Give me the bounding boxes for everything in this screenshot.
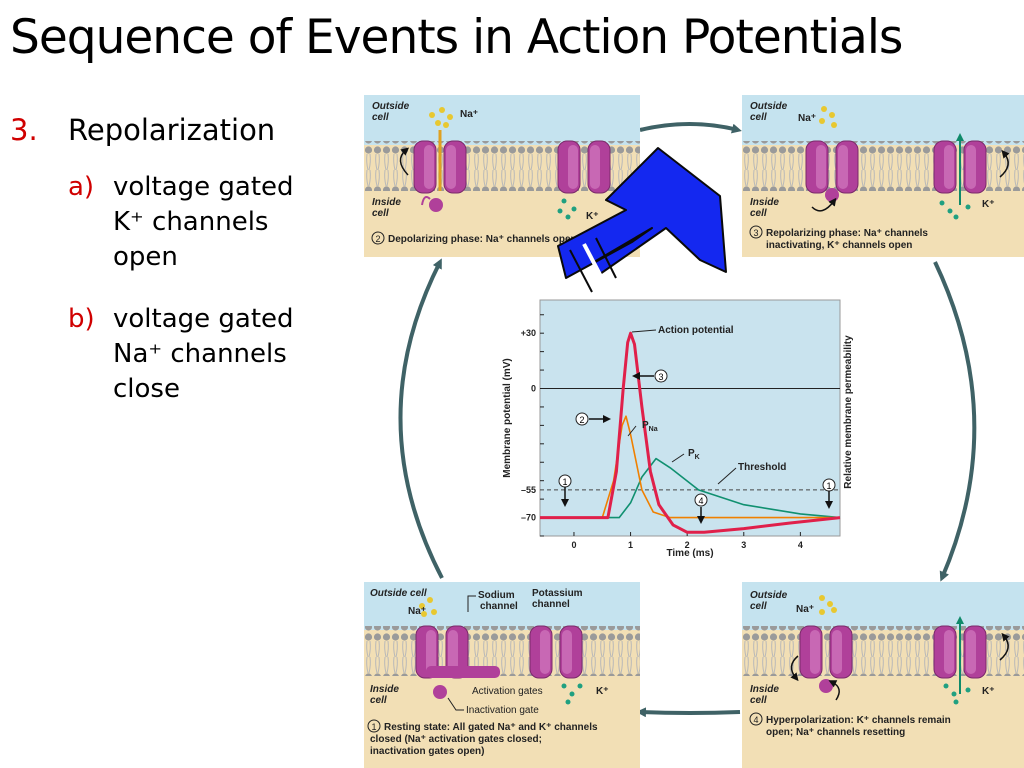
step-marker-2: 2 <box>575 412 611 426</box>
bullet-a-line: K⁺ channels <box>113 207 269 237</box>
right-axis-label: Relative membrane permeability <box>843 335 854 489</box>
panel-caption: Resting state: All gated Na⁺ and K⁺ chan… <box>370 722 598 757</box>
x-tick-label: 0 <box>571 540 576 550</box>
step-marker-4: 4 <box>694 493 708 524</box>
step-number: 2 <box>375 234 380 244</box>
svg-text:1: 1 <box>562 477 567 487</box>
bullet-a-number: a) <box>68 172 95 202</box>
bullet-3-number: 3. <box>10 113 38 147</box>
big-blue-arrow <box>557 147 727 293</box>
step-number: 1 <box>371 722 376 732</box>
bullet-a: a) voltage gated K⁺ channels open <box>68 170 294 272</box>
y-axis-label: Membrane potential (mV) <box>502 358 513 477</box>
sodium-ion-label: Na⁺ <box>798 113 816 124</box>
bullet-a-line: open <box>113 242 178 272</box>
step-marker-3: 3 <box>632 369 668 383</box>
cycle-arrow-4-to-1 <box>636 707 741 718</box>
bullet-b-line: voltage gated <box>113 304 294 334</box>
sodium-ion-label: Na⁺ <box>460 109 478 120</box>
inactivation-gate-label: Inactivation gate <box>466 705 539 716</box>
step-number: 3 <box>753 228 758 238</box>
sodium-ion-label: Na⁺ <box>408 606 426 617</box>
x-tick-label: 4 <box>798 540 803 550</box>
threshold-label: Threshold <box>738 462 786 473</box>
bullet-b-number: b) <box>68 304 95 334</box>
bullet-a-line: voltage gated <box>113 172 294 202</box>
pk-label: PK <box>688 448 700 461</box>
series-line-pk <box>540 457 841 519</box>
bullet-3-text: Repolarization <box>68 113 276 147</box>
y-tick-label: –55 <box>521 485 536 495</box>
x-axis-label: Time (ms) <box>666 548 713 559</box>
potassium-ion-label: K⁺ <box>982 199 995 210</box>
outside-cell-label: Outside cell <box>370 588 427 599</box>
bullet-b: b) voltage gated Na⁺ channels close <box>68 302 294 404</box>
x-tick-label: 3 <box>741 540 746 550</box>
cycle-arrow-2-to-3 <box>639 122 742 134</box>
x-tick-label: 1 <box>628 540 633 550</box>
x-tick-label: 2 <box>685 540 690 550</box>
step-marker-1-end: 1 <box>822 478 836 509</box>
potassium-ion-label: K⁺ <box>586 211 599 222</box>
y-tick-label: 0 <box>531 384 536 394</box>
slide-title: Sequence of Events in Action Potentials <box>10 10 903 65</box>
pna-label: PNa <box>642 420 658 433</box>
bullet-3: 3. Repolarization <box>10 113 275 147</box>
potassium-ion-label: K⁺ <box>596 686 609 697</box>
cycle-arrow-1-to-2 <box>398 258 444 579</box>
bullet-b-line: Na⁺ channels <box>113 339 287 369</box>
y-tick-label: +30 <box>521 328 536 338</box>
svg-text:3: 3 <box>658 372 663 382</box>
y-tick-label: –70 <box>521 513 536 523</box>
step-number: 4 <box>753 715 758 725</box>
action-potential-label: Action potential <box>658 325 734 336</box>
panel-caption: Depolarizing phase: Na⁺ channels open <box>388 234 577 245</box>
series-line-action-potential <box>540 331 841 534</box>
sodium-ion-label: Na⁺ <box>796 604 814 615</box>
step-marker-1: 1 <box>558 474 572 507</box>
svg-text:2: 2 <box>579 415 584 425</box>
svg-text:1: 1 <box>826 481 831 491</box>
svg-text:4: 4 <box>698 496 703 506</box>
cycle-arrow-3-to-4 <box>933 261 977 582</box>
potassium-ion-label: K⁺ <box>982 686 995 697</box>
activation-gates-label: Activation gates <box>472 686 543 697</box>
bullet-b-line: close <box>113 374 180 404</box>
series-line-pna <box>540 415 840 519</box>
